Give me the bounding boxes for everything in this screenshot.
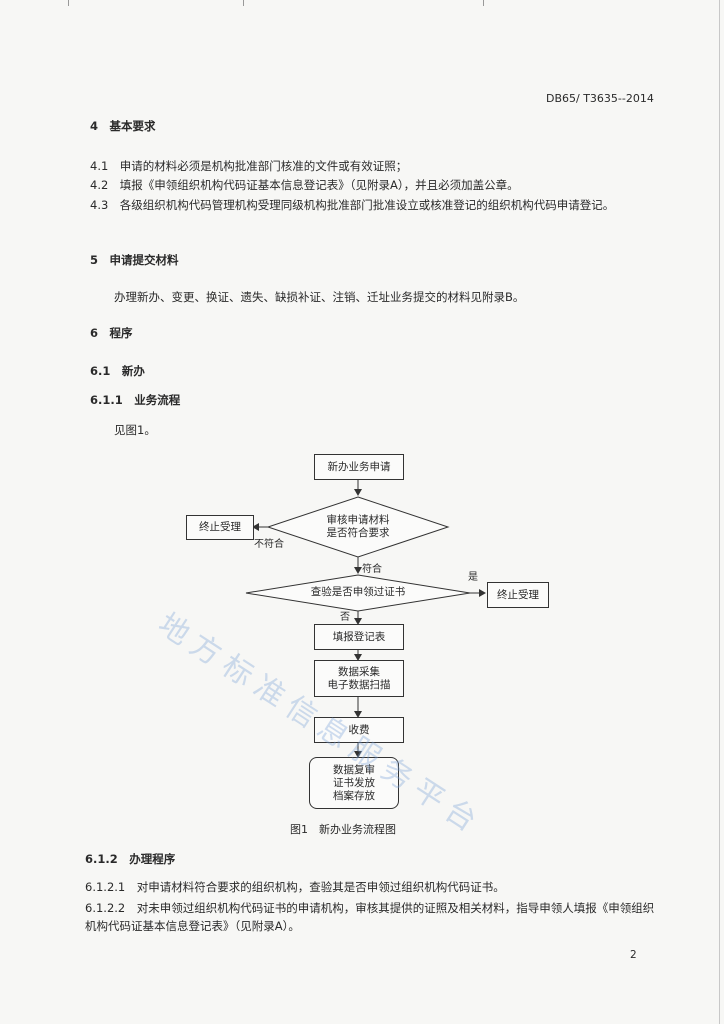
flow-start-box: 新办业务申请 <box>314 454 404 480</box>
data-collection-box: 数据采集 电子数据扫描 <box>314 660 404 697</box>
final-step-line: 数据复审 <box>333 763 375 776</box>
data-collection-line: 电子数据扫描 <box>327 678 391 691</box>
page-edge <box>719 0 720 1024</box>
scan-mark <box>68 0 69 6</box>
standard-code: DB65/ T3635--2014 <box>546 92 654 105</box>
scan-mark <box>243 0 244 6</box>
clause-4-3: 4.3 各级组织机构代码管理机构受理同级机构批准部门批准设立或核准登记的组织机构… <box>90 198 615 212</box>
clause-4-2: 4.2 填报《申领组织机构代码证基本信息登记表》（见附录A），并且必须加盖公章。 <box>90 178 519 192</box>
decision-1-line: 审核申请材料 <box>326 514 390 526</box>
terminate-box-2: 终止受理 <box>487 582 549 608</box>
section-6-1-title: 6.1 新办 <box>90 364 145 378</box>
section-6-1-2-title: 6.1.2 办理程序 <box>85 852 176 866</box>
terminate-box-1: 终止受理 <box>186 515 254 540</box>
label-compliant: 符合 <box>362 564 382 575</box>
see-figure-text: 见图1。 <box>114 423 156 437</box>
final-step-line: 证书发放 <box>333 776 375 789</box>
clause-6-1-2-1: 6.1.2.1 对申请材料符合要求的组织机构，查验其是否申领过组织机构代码证书。 <box>85 880 505 894</box>
final-step-line: 档案存放 <box>333 789 375 802</box>
fee-box: 收费 <box>314 717 404 743</box>
section-6-1-1-title: 6.1.1 业务流程 <box>90 393 181 407</box>
page-number: 2 <box>630 949 637 961</box>
label-no: 否 <box>340 612 350 623</box>
section-4-title: 4 基本要求 <box>90 119 156 133</box>
clause-4-1: 4.1 申请的材料必须是机构批准部门核准的文件或有效证照； <box>90 159 408 173</box>
label-yes: 是 <box>468 572 478 583</box>
decision-1-text: 审核申请材料 是否符合要求 <box>298 514 418 540</box>
figure-caption: 图1 新办业务流程图 <box>290 823 396 836</box>
final-step-box: 数据复审 证书发放 档案存放 <box>309 757 399 809</box>
section-5-body: 办理新办、变更、换证、遗失、缺损补证、注销、迁址业务提交的材料见附录B。 <box>114 290 525 304</box>
scan-mark <box>483 0 484 6</box>
section-6-title: 6 程序 <box>90 326 133 340</box>
decision-1-line: 是否符合要求 <box>326 527 390 539</box>
fill-form-box: 填报登记表 <box>314 624 404 650</box>
label-not-compliant: 不符合 <box>254 539 284 550</box>
decision-2-text: 查验是否申领过证书 <box>310 586 406 598</box>
clause-6-1-2-2: 6.1.2.2 对未申领过组织机构代码证书的申请机构，审核其提供的证照及相关材料… <box>85 901 655 933</box>
data-collection-line: 数据采集 <box>338 665 380 678</box>
section-5-title: 5 申请提交材料 <box>90 253 179 267</box>
